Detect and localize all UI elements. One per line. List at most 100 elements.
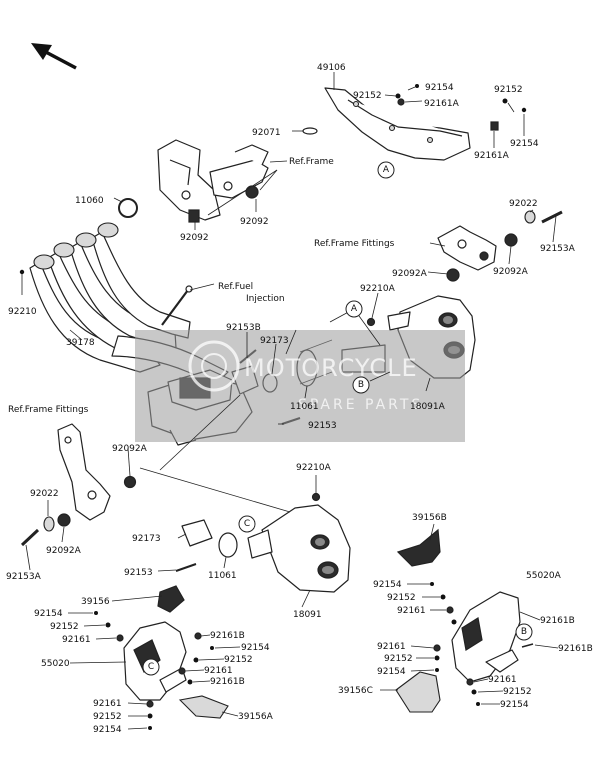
- bolt-92210A-mid: [311, 492, 321, 502]
- svg-text:B: B: [521, 627, 527, 637]
- label-92161-r1: 92161: [397, 606, 426, 616]
- label-92152-r2: 92152: [384, 654, 413, 664]
- grommet-92161A-tr: [490, 121, 499, 131]
- rubber-92092A-right-a: [504, 233, 518, 247]
- label-55020A: 55020A: [526, 571, 562, 581]
- svg-text:A: A: [351, 304, 358, 314]
- cover-55020A: [451, 591, 521, 683]
- label-92153-bot: 92153: [124, 568, 153, 578]
- bolt-92153A-right: [541, 210, 563, 224]
- callout-B-mid: B: [352, 376, 370, 394]
- front-direction-arrow-icon: [31, 43, 77, 70]
- svg-text:C: C: [244, 519, 250, 529]
- label-92152-tr: 92152: [494, 85, 523, 95]
- label-92092A-right-a: 92092A: [493, 267, 529, 277]
- label-injection: Injection: [246, 294, 285, 304]
- label-92210A-mid: 92210A: [296, 463, 332, 473]
- callout-B-bottom: B: [515, 623, 533, 641]
- callout-C-mid: C: [238, 515, 256, 533]
- label-92152-r3: 92152: [503, 687, 532, 697]
- label-39156: 39156: [81, 597, 110, 607]
- label-92210: 92210: [8, 307, 37, 317]
- svg-text:C: C: [148, 662, 154, 672]
- washer-92152-top: [395, 93, 401, 99]
- label-92152-l2: 92152: [224, 655, 253, 665]
- label-92154-r2: 92154: [377, 667, 406, 677]
- label-18091: 18091: [293, 610, 322, 620]
- label-ref-frame-fittings-right: Ref.Frame Fittings: [314, 239, 395, 249]
- washer-92022-left: [43, 516, 55, 532]
- bolt-92153-bot: [175, 563, 197, 572]
- label-39156C: 39156C: [338, 686, 373, 696]
- label-49106: 49106: [317, 63, 346, 73]
- label-92161B-l2: 92161B: [210, 677, 245, 687]
- label-92092A-right-b: 92092A: [392, 269, 428, 279]
- label-92161-r2: 92161: [377, 642, 406, 652]
- label-92092-a: 92092: [180, 233, 209, 243]
- label-55020: 55020: [41, 659, 70, 669]
- rubber-92092A-left-a: [123, 475, 137, 489]
- cover-39156: [157, 585, 185, 613]
- label-92161B-r1: 92161B: [540, 616, 575, 626]
- small-fasteners-right: [430, 582, 534, 706]
- label-92154-l1: 92154: [34, 609, 63, 619]
- label-92022-left: 92022: [30, 489, 59, 499]
- label-92161-r3: 92161: [488, 675, 517, 685]
- label-92154-r1: 92154: [373, 580, 402, 590]
- label-92154-l3: 92154: [93, 725, 122, 735]
- callout-A-mid: A: [345, 300, 363, 318]
- bolt-92154-tr: [521, 107, 527, 113]
- rubber-92092A-left-b: [57, 513, 71, 527]
- label-92161A-top: 92161A: [424, 99, 460, 109]
- label-ref-frame-fittings-left: Ref.Frame Fittings: [8, 405, 89, 415]
- o2-sensor: [161, 285, 193, 326]
- label-92154-l2: 92154: [241, 643, 270, 653]
- label-11061-top: 11061: [290, 402, 319, 412]
- label-92152-r1: 92152: [387, 593, 416, 603]
- watermark-title: MOTORCYCLE: [244, 354, 418, 382]
- part-labels: 49106 92152 92154 92161A 92152 92154 921…: [6, 63, 593, 735]
- label-92153B: 92153B: [226, 323, 261, 333]
- grommet-92161A-top: [397, 98, 405, 106]
- cover-39156C: [395, 671, 441, 713]
- washer-92152-tr: [502, 98, 508, 104]
- bolt-92210A-top: [366, 317, 376, 327]
- label-11061-bot: 11061: [208, 571, 237, 581]
- label-92161-l1: 92161: [62, 635, 91, 645]
- frame-fittings-bracket-right: [437, 225, 497, 271]
- svg-text:A: A: [383, 165, 390, 175]
- clamp-92173-bot: [181, 519, 213, 547]
- label-92173-bot: 92173: [132, 534, 161, 544]
- label-92161B-r2: 92161B: [558, 644, 593, 654]
- bolt-92154-top: [407, 84, 419, 91]
- callout-C-bottom: C: [142, 658, 160, 676]
- label-92173-top: 92173: [260, 336, 289, 346]
- rubber-92092A-right-b: [446, 268, 460, 282]
- frame-fittings-bracket-left: [57, 423, 111, 521]
- label-92071: 92071: [252, 128, 281, 138]
- label-92154-r3: 92154: [500, 700, 529, 710]
- muffler-18091: [247, 504, 351, 593]
- svg-text:B: B: [358, 380, 364, 390]
- label-ref-fuel: Ref.Fuel: [218, 282, 253, 292]
- label-92152-l1: 92152: [50, 622, 79, 632]
- heat-shield-49106: [324, 87, 471, 161]
- label-18091A: 18091A: [410, 402, 446, 412]
- leader-lines: [25, 72, 559, 730]
- gasket-11060: [118, 198, 138, 218]
- rubber-92092-b: [245, 185, 259, 199]
- label-92092A-left-a: 92092A: [112, 444, 148, 454]
- label-92152-top: 92152: [353, 91, 382, 101]
- bolt-92210: [19, 269, 25, 295]
- label-11060: 11060: [75, 196, 104, 206]
- label-39178: 39178: [66, 338, 95, 348]
- label-92152-l3: 92152: [93, 712, 122, 722]
- watermark: MOTORCYCLE SPARE PARTS: [135, 330, 465, 442]
- label-92154-tr: 92154: [510, 139, 539, 149]
- label-39156A: 39156A: [238, 712, 274, 722]
- label-92161A-tr: 92161A: [474, 151, 510, 161]
- label-92154-top: 92154: [425, 83, 454, 93]
- label-92022-right: 92022: [509, 199, 538, 209]
- cover-39156A: [178, 695, 229, 719]
